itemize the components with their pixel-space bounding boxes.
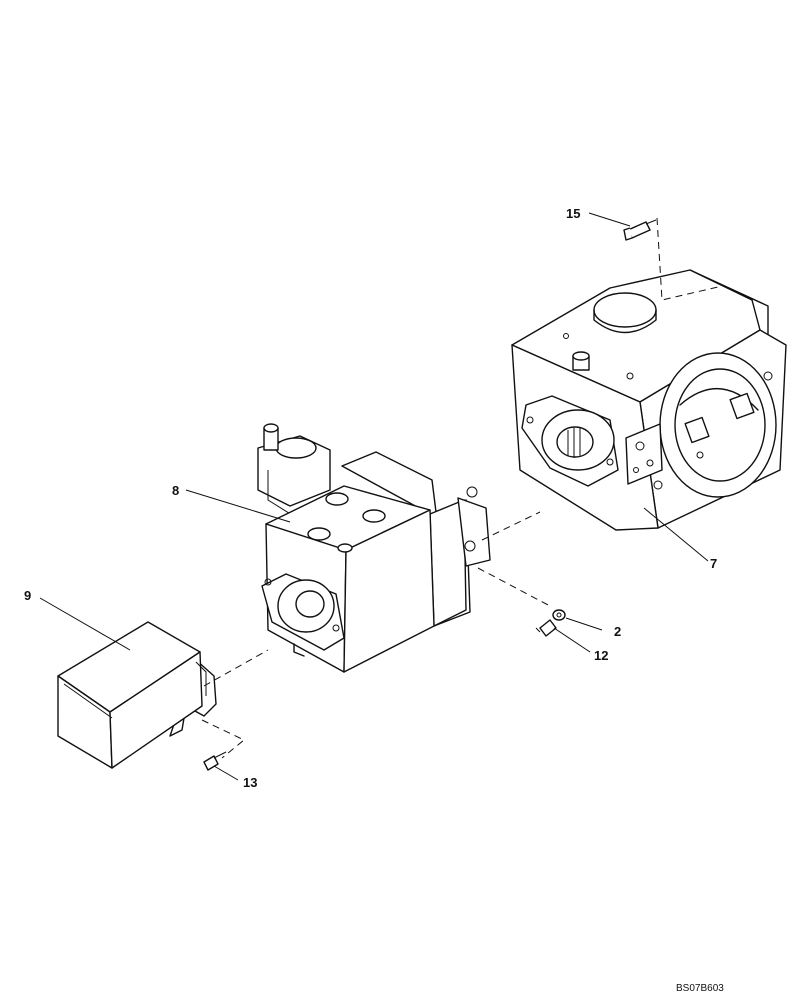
callout-2: 2 (614, 624, 621, 639)
fastener-15-bolt (623, 219, 657, 241)
part-9-cover (57, 621, 217, 769)
callout-7: 7 (710, 556, 717, 571)
part-8-pump (257, 423, 491, 673)
callout-15: 15 (566, 206, 580, 221)
fastener-13-screw (203, 751, 227, 771)
callout-13: 13 (243, 775, 257, 790)
fastener-12-screw (535, 619, 557, 637)
drawing-code: BS07B603 (676, 983, 724, 994)
part-7-housing (511, 217, 787, 531)
leader-lines (39, 212, 709, 781)
fastener-2-washer (552, 609, 566, 621)
callout-12: 12 (594, 648, 608, 663)
callout-9: 9 (24, 588, 31, 603)
assembly-lines (201, 511, 551, 759)
callout-8: 8 (172, 483, 179, 498)
